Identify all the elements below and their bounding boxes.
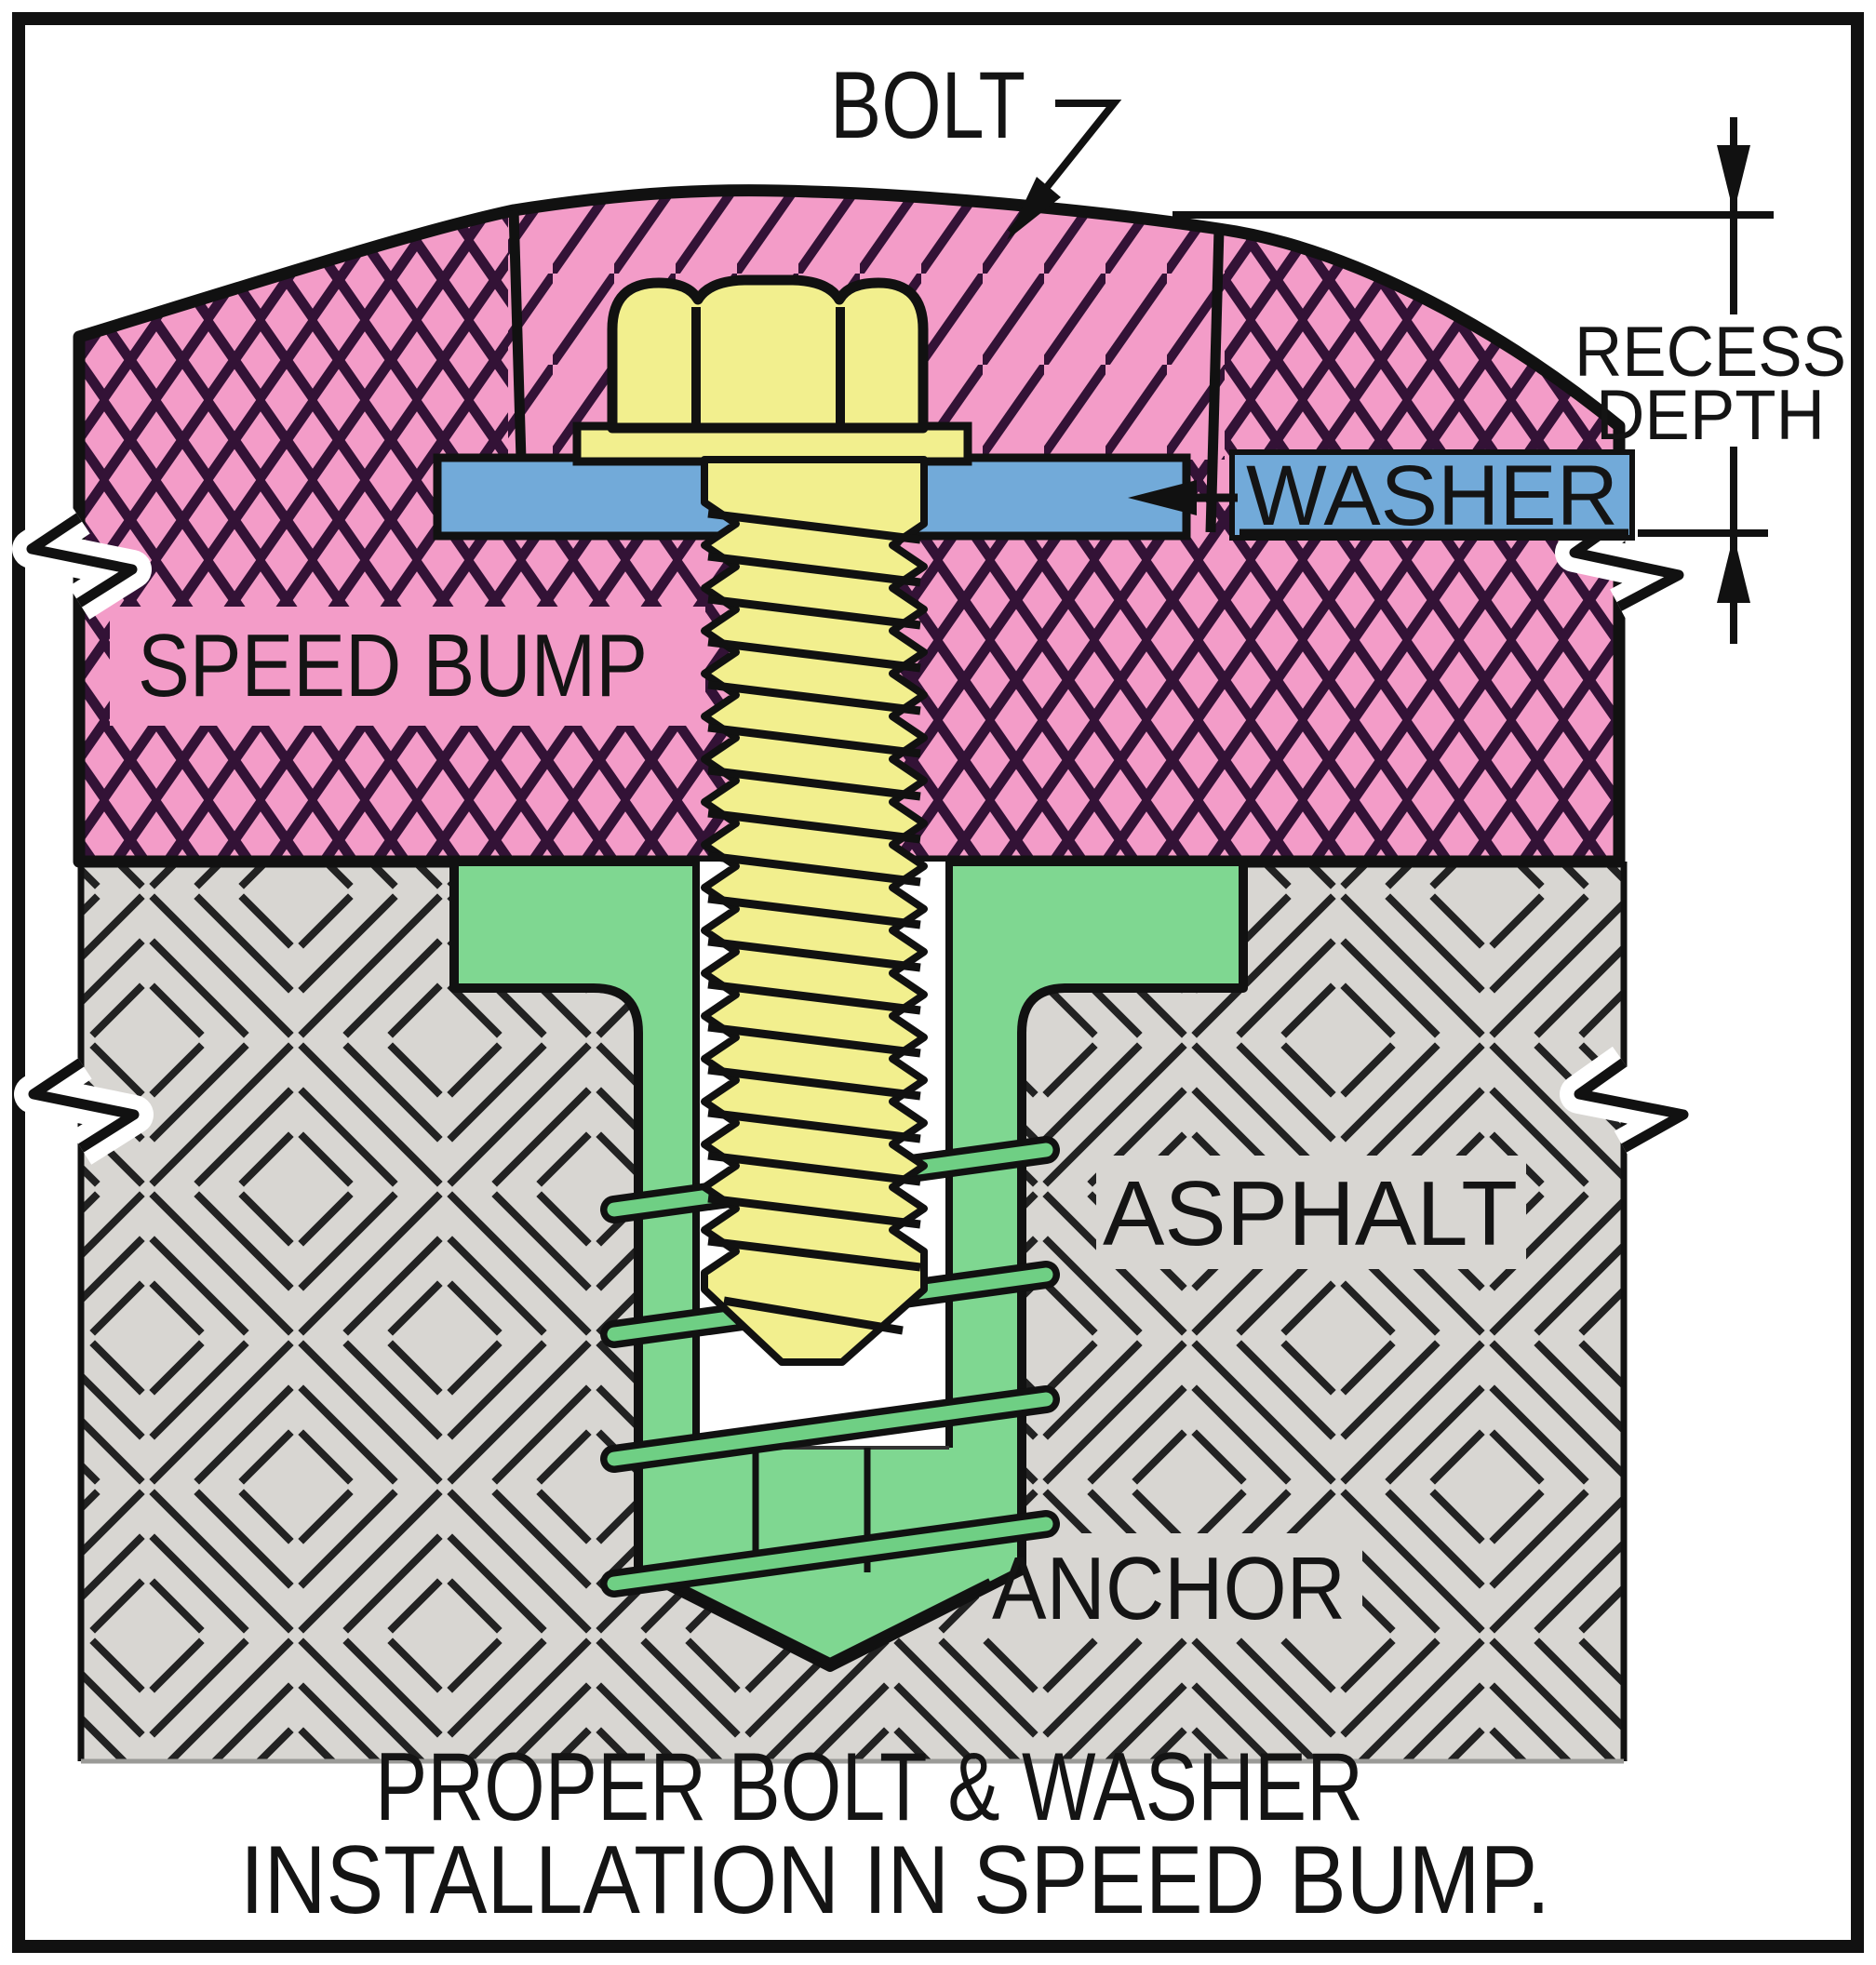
recess-right-wall (1205, 228, 1225, 533)
bolt-callout: BOLT (830, 52, 1122, 240)
asphalt-text-band (1096, 1156, 1526, 1269)
border-frame (12, 12, 1864, 1953)
asphalt-left-break (28, 1058, 140, 1153)
anchor-text-band (979, 1533, 1362, 1638)
asphalt-right-break (1574, 1058, 1689, 1153)
bolt-label: BOLT (830, 52, 1025, 158)
washer-label: WASHER (1246, 448, 1618, 543)
recess-depth-dimension: RECESS DEPTH (1172, 117, 1846, 644)
recess-depth-label-line1: RECESS (1574, 313, 1846, 392)
anchor-label: ANCHOR (992, 1539, 1346, 1638)
anchor-tip-line (668, 1578, 992, 1666)
bolt-leader-arrow-icon (1007, 177, 1061, 240)
bump-left-break (26, 513, 138, 608)
washer-arrow-icon (1128, 480, 1197, 515)
bolt (572, 274, 972, 1366)
caption-line1: PROPER BOLT & WASHER (375, 1733, 1363, 1841)
speed-bump-text-band (110, 607, 705, 726)
caption: PROPER BOLT & WASHER INSTALLATION IN SPE… (240, 1733, 1550, 1934)
dim-arrow-down-icon (1717, 145, 1750, 213)
caption-line2: INSTALLATION IN SPEED BUMP. (240, 1826, 1550, 1934)
bolt-head-facets (691, 307, 845, 426)
recess-left-wall (508, 209, 527, 461)
asphalt-label: ASPHALT (1103, 1162, 1518, 1264)
recess-depth-label-line2: DEPTH (1596, 376, 1825, 455)
bolt-head (607, 274, 929, 434)
washer-callout: WASHER (1128, 448, 1635, 543)
bolt-thread-crests (707, 509, 921, 1335)
speed-bump-label: SPEED BUMP (138, 616, 648, 715)
dim-arrow-up-icon (1717, 535, 1750, 603)
